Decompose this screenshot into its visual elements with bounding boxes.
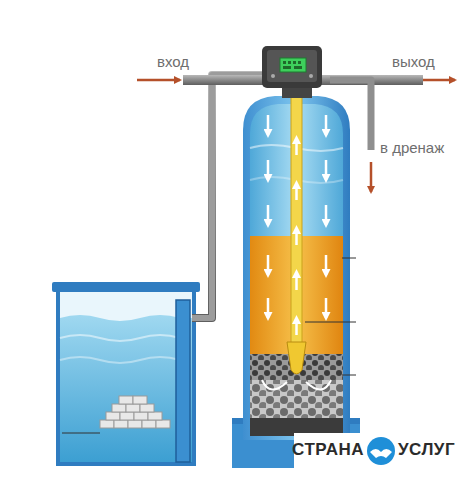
watermark-text: УСЛУГ — [398, 441, 455, 460]
drain-label: в дренаж — [380, 140, 444, 157]
outlet-label: выход — [392, 54, 435, 71]
watermark-text: СТРАНА — [292, 441, 364, 460]
inlet-label: вход — [157, 54, 189, 71]
